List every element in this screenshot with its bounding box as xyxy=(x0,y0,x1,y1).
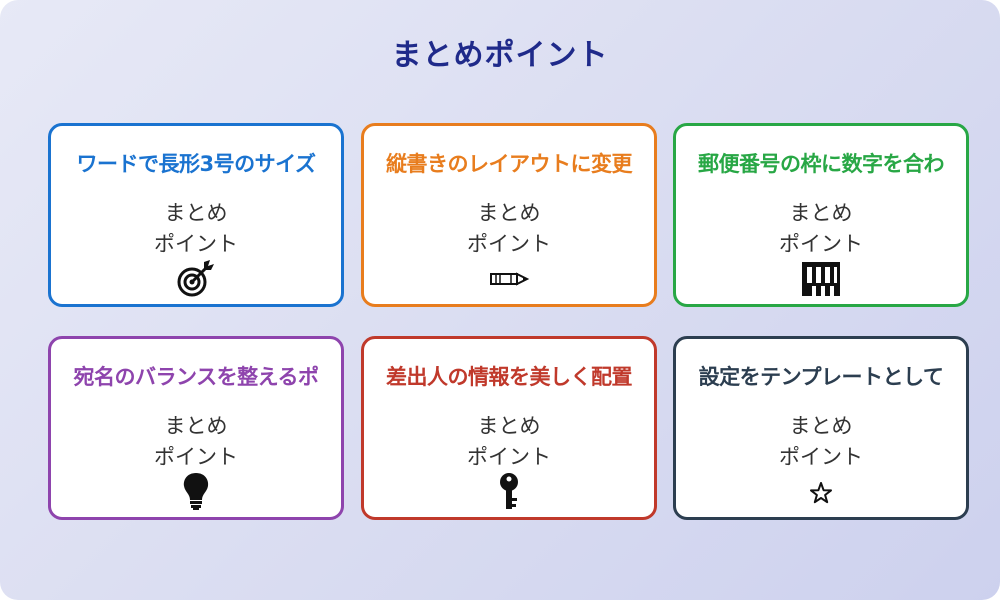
card-subtitle-line2: ポイント xyxy=(779,232,863,256)
card-title: ワードで長形3号のサイズ xyxy=(76,152,316,176)
card-subtitle-line1: まとめ xyxy=(789,414,853,438)
card-subtitle-line2: ポイント xyxy=(154,445,238,469)
card-subtitle-line1: まとめ xyxy=(164,414,228,438)
card-subtitle-line2: ポイント xyxy=(467,445,551,469)
point-card-postal: 郵便番号の枠に数字を合わ まとめ ポイント xyxy=(673,123,969,307)
card-subtitle: まとめ ポイント xyxy=(676,411,966,473)
card-subtitle: まとめ ポイント xyxy=(676,198,966,260)
point-card-size: ワードで長形3号のサイズ まとめ ポイント xyxy=(48,123,344,307)
card-title: 設定をテンプレートとして xyxy=(698,365,944,389)
number-grid-icon xyxy=(799,258,843,298)
point-card-sender: 差出人の情報を美しく配置 まとめ ポイント xyxy=(361,336,657,520)
card-subtitle-line2: ポイント xyxy=(467,232,551,256)
card-title: 差出人の情報を美しく配置 xyxy=(386,365,633,389)
card-title: 宛名のバランスを整えるポ xyxy=(73,365,319,389)
card-subtitle-line1: まとめ xyxy=(477,201,541,225)
card-subtitle: まとめ ポイント xyxy=(364,411,654,473)
key-icon xyxy=(487,471,531,511)
card-subtitle-line1: まとめ xyxy=(789,201,853,225)
point-card-vertical: 縦書きのレイアウトに変更 まとめ ポイント xyxy=(361,123,657,307)
card-subtitle-line1: まとめ xyxy=(164,201,228,225)
point-card-template: 設定をテンプレートとして まとめ ポイント xyxy=(673,336,969,520)
card-title: 郵便番号の枠に数字を合わ xyxy=(698,152,945,176)
pencil-icon xyxy=(487,258,531,298)
page-title: まとめポイント xyxy=(391,38,609,73)
card-subtitle-line1: まとめ xyxy=(477,414,541,438)
star-icon xyxy=(799,471,843,511)
card-subtitle: まとめ ポイント xyxy=(51,198,341,260)
card-subtitle-line2: ポイント xyxy=(779,445,863,469)
card-subtitle: まとめ ポイント xyxy=(51,411,341,473)
card-title: 縦書きのレイアウトに変更 xyxy=(386,152,633,176)
lightbulb-icon xyxy=(174,471,218,511)
card-subtitle-line2: ポイント xyxy=(154,232,238,256)
point-card-balance: 宛名のバランスを整えるポ まとめ ポイント xyxy=(48,336,344,520)
target-icon xyxy=(174,258,218,298)
card-subtitle: まとめ ポイント xyxy=(364,198,654,260)
